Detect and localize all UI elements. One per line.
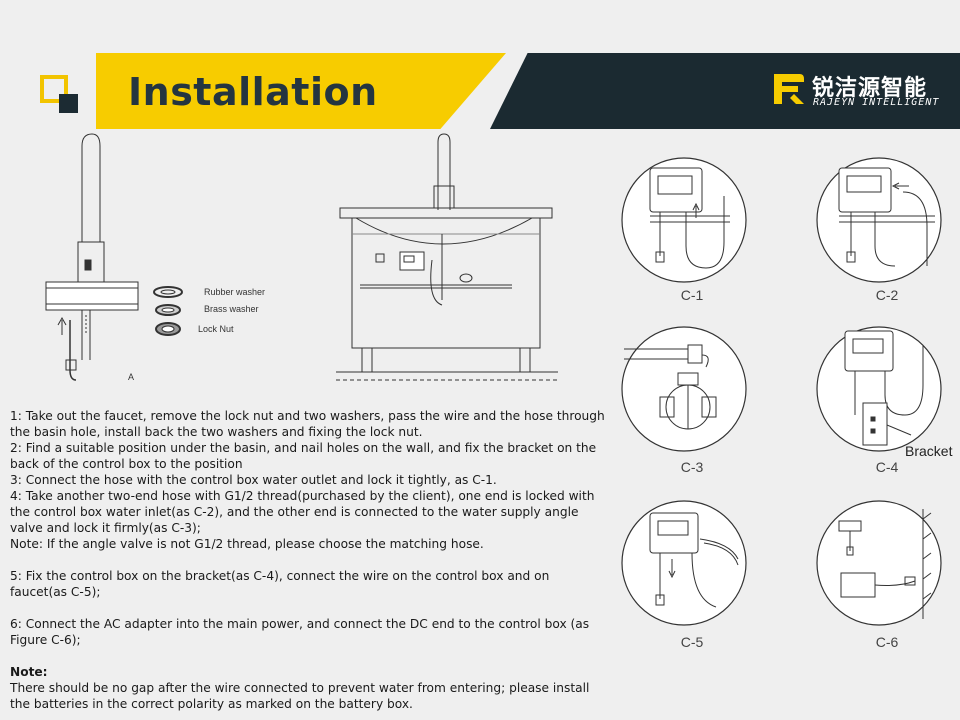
note-body: There should be no gap after the wire co… xyxy=(10,681,590,711)
step-2: 2: Find a suitable position under the ba… xyxy=(10,441,597,471)
header-square-icon xyxy=(40,75,78,113)
faucet-exploded-diagram: Rubber washer Brass washer Lock Nut A xyxy=(45,133,265,382)
figure-a-label: A xyxy=(128,372,134,382)
figure-c3-angle-valve xyxy=(621,326,747,452)
figure-c4-bracket xyxy=(816,326,942,452)
installation-instructions: 1: Take out the faucet, remove the lock … xyxy=(10,408,606,712)
brand-name-cn: 锐洁源智能 xyxy=(812,76,928,101)
figure-c6-ac-adapter xyxy=(816,500,942,626)
figure-c5-label: C-5 xyxy=(680,634,704,650)
angle-valve-note: Note: If the angle valve is not G1/2 thr… xyxy=(10,537,484,551)
lock-nut-label: Lock Nut xyxy=(198,324,234,334)
figure-c3-label: C-3 xyxy=(680,459,704,475)
figure-c1-outlet-hose xyxy=(621,157,747,283)
brass-washer-label: Brass washer xyxy=(204,304,259,314)
step-1: 1: Take out the faucet, remove the lock … xyxy=(10,409,605,439)
figure-c4-label: C-4 xyxy=(875,459,899,475)
figure-c2-label: C-2 xyxy=(875,287,899,303)
step-3: 3: Connect the hose with the control box… xyxy=(10,473,497,487)
brand-logo-icon xyxy=(774,74,804,104)
step-5: 5: Fix the control box on the bracket(as… xyxy=(10,569,550,599)
step-6: 6: Connect the AC adapter into the main … xyxy=(10,617,590,647)
rubber-washer-label: Rubber washer xyxy=(204,287,265,297)
figure-c6-label: C-6 xyxy=(875,634,899,650)
note-heading: Note: xyxy=(10,665,48,679)
cabinet-installation-diagram xyxy=(336,133,558,381)
figure-c2-inlet-hose xyxy=(816,157,942,283)
brand-name-en: RAJEYN INTELLIGENT xyxy=(813,97,940,108)
figure-c1-label: C-1 xyxy=(680,287,704,303)
brand-banner xyxy=(490,53,960,129)
figure-c5-wire-connection xyxy=(621,500,747,626)
step-4: 4: Take another two-end hose with G1/2 t… xyxy=(10,489,595,535)
title-banner xyxy=(96,53,506,129)
bracket-label: Bracket xyxy=(905,443,953,459)
page-title: Installation xyxy=(128,70,378,114)
